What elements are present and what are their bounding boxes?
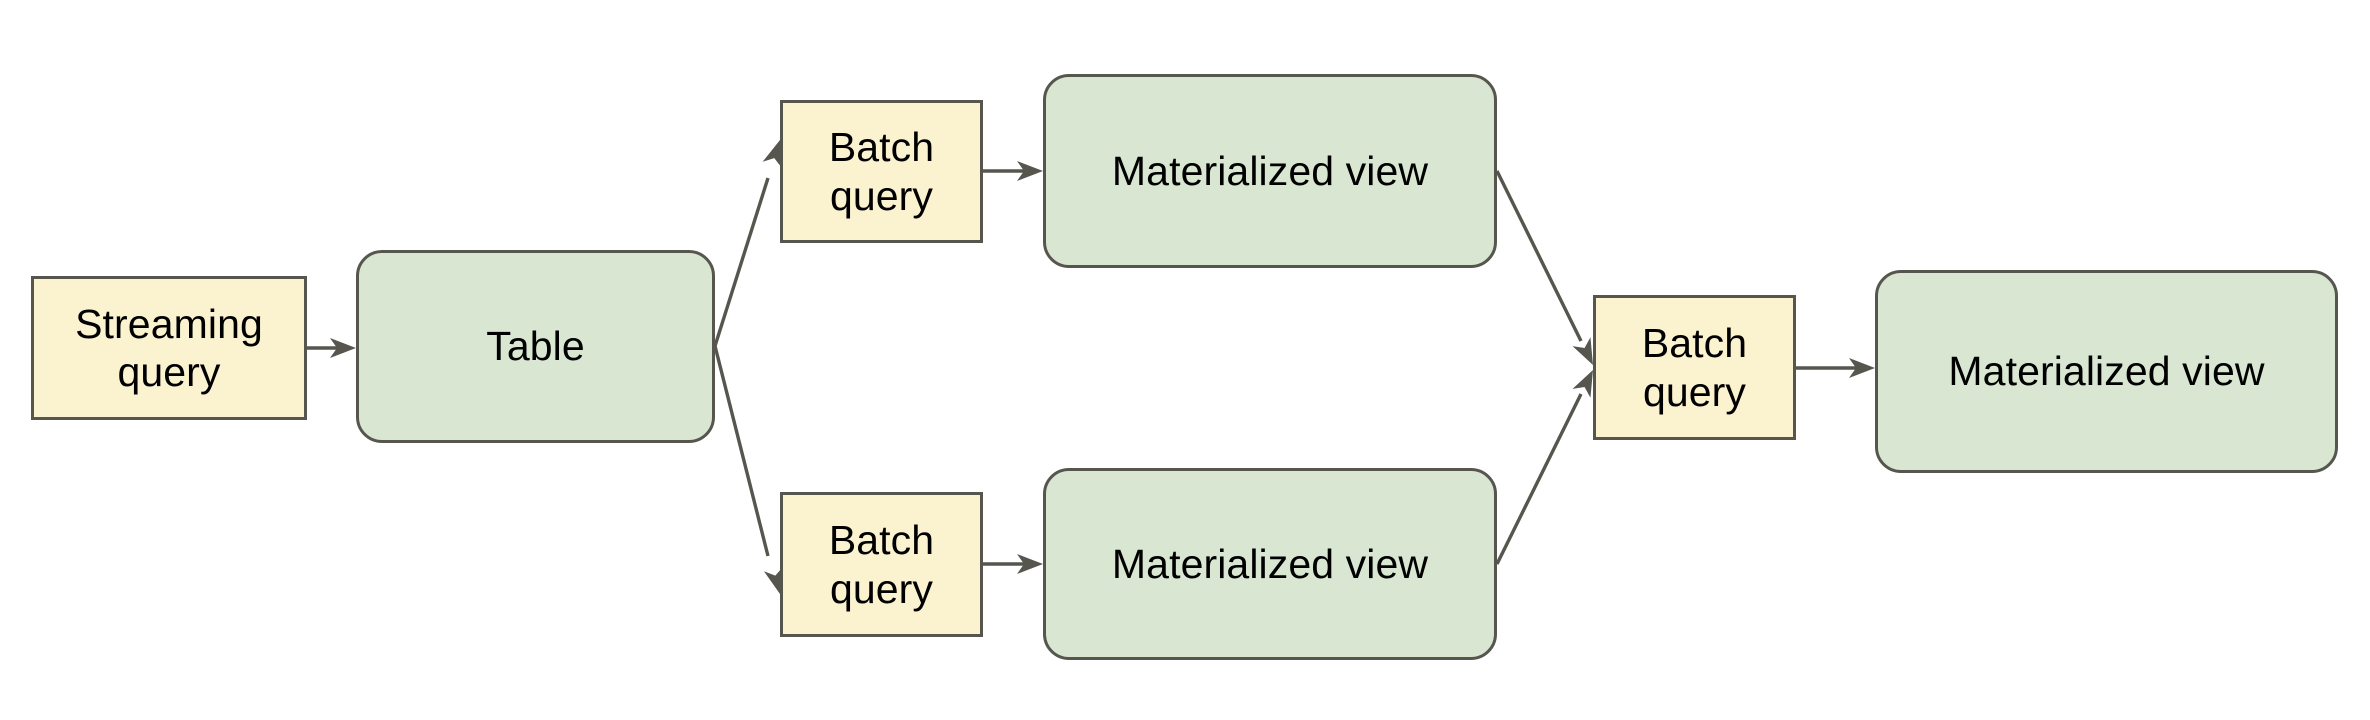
edge-line — [1495, 393, 1583, 565]
node-label-batch-query-bottom: Batch query — [828, 517, 935, 612]
node-label-streaming-query: Streaming query — [75, 300, 263, 395]
arrowhead-icon — [1017, 554, 1043, 574]
node-label-batch-query-top: Batch query — [828, 124, 935, 219]
node-materialized-view-bottom[interactable]: Materialized view — [1043, 468, 1497, 660]
node-label-batch-query-merge: Batch query — [1641, 320, 1748, 415]
node-batch-query-top[interactable]: Batch query — [780, 100, 983, 243]
node-table[interactable]: Table — [356, 250, 715, 443]
node-label-materialized-view-bottom: Materialized view — [1111, 540, 1429, 587]
edge-line — [713, 177, 770, 347]
node-streaming-query[interactable]: Streaming query — [31, 276, 307, 420]
arrowhead-icon — [330, 338, 356, 358]
edge-line — [713, 345, 770, 557]
arrowhead-icon — [1017, 161, 1043, 181]
node-label-materialized-view-top: Materialized view — [1111, 147, 1429, 194]
node-materialized-view-top[interactable]: Materialized view — [1043, 74, 1497, 268]
edge-line — [1495, 170, 1583, 342]
node-batch-query-merge[interactable]: Batch query — [1593, 295, 1796, 440]
node-batch-query-bottom[interactable]: Batch query — [780, 492, 983, 637]
node-label-materialized-view-final: Materialized view — [1948, 348, 2265, 395]
node-materialized-view-final[interactable]: Materialized view — [1875, 270, 2338, 473]
node-label-table: Table — [486, 323, 585, 370]
arrowhead-icon — [1849, 358, 1875, 378]
